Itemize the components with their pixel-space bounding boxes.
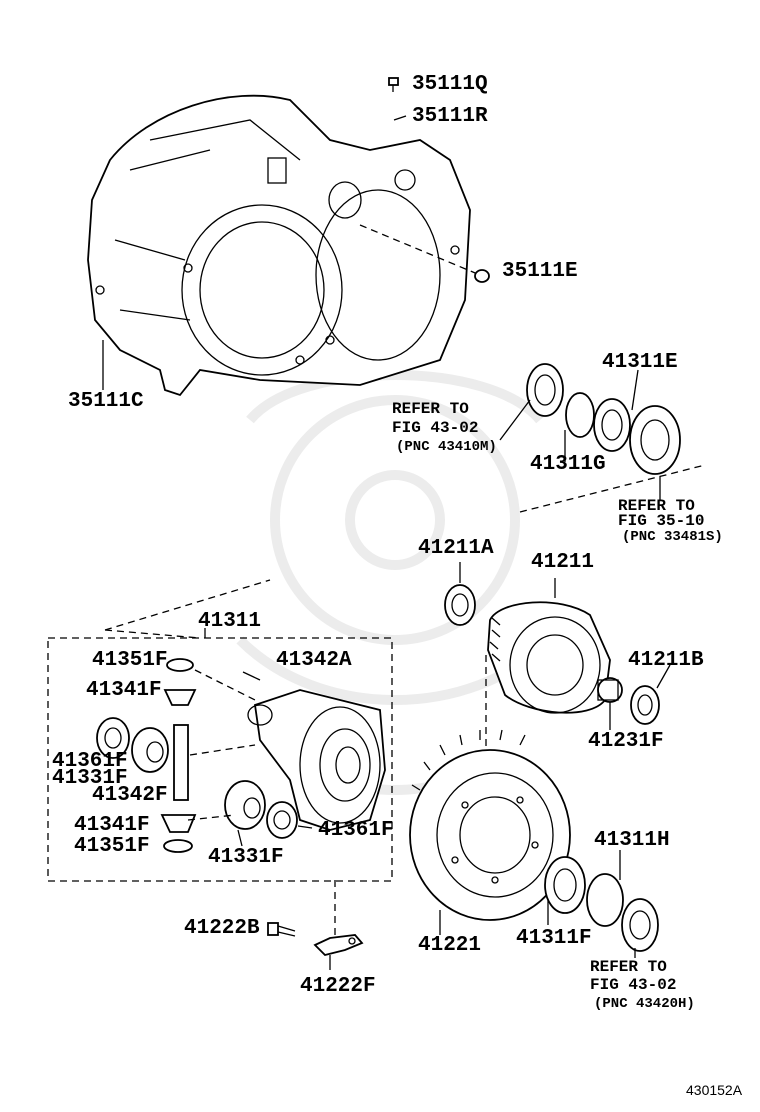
- label-41211[interactable]: 41211: [531, 551, 595, 574]
- label-41341F-bottom[interactable]: 41341F: [74, 814, 150, 837]
- gear-41331F-left-icon: [131, 727, 169, 773]
- label-41331F-left[interactable]: 41331F: [52, 767, 128, 790]
- washer-41351F-bottom-icon: [163, 839, 193, 853]
- label-41311[interactable]: 41311: [198, 610, 262, 633]
- gear-41341F-top-icon: [163, 689, 197, 706]
- washer-41361F-right-icon: [266, 801, 298, 839]
- reference-3-line2: FIG 43-02: [590, 976, 677, 994]
- differential-case: [247, 689, 386, 831]
- pin-35111R-icon: [393, 115, 407, 121]
- label-41351F-top[interactable]: 41351F: [92, 649, 168, 672]
- reference-2-line3: (PNC 33481S): [622, 529, 723, 545]
- label-41311H[interactable]: 41311H: [594, 829, 670, 852]
- washer-41361F-left-icon: [96, 717, 130, 759]
- label-41311E[interactable]: 41311E: [602, 351, 678, 374]
- bolt-35111Q-icon: [388, 77, 399, 92]
- differential-group-box: [47, 637, 393, 882]
- label-35111E[interactable]: 35111E: [502, 260, 578, 283]
- label-41341F-top[interactable]: 41341F: [86, 679, 162, 702]
- label-41342A[interactable]: 41342A: [276, 649, 352, 672]
- plug-35111E-icon: [474, 269, 490, 283]
- bolt-41222B-icon: [267, 922, 296, 937]
- label-41222F[interactable]: 41222F: [300, 975, 376, 998]
- label-41231F[interactable]: 41231F: [588, 730, 664, 753]
- bearing-41211A-icon: [444, 584, 476, 626]
- bearing-group-bottom: [544, 856, 659, 952]
- label-41361F-right[interactable]: 41361F: [318, 819, 394, 842]
- reference-1-line2: FIG 43-02: [392, 419, 479, 437]
- label-35111Q[interactable]: 35111Q: [412, 73, 488, 96]
- label-41351F-bottom[interactable]: 41351F: [74, 835, 150, 858]
- label-41211B[interactable]: 41211B: [628, 649, 704, 672]
- lock-plate-41222F-icon: [313, 934, 364, 956]
- reference-1-line1: REFER TO: [392, 400, 469, 418]
- reference-2-line1: REFER TO: [618, 497, 695, 515]
- reference-3-line1: REFER TO: [590, 958, 667, 976]
- label-41311G[interactable]: 41311G: [530, 453, 606, 476]
- transmission-case: [87, 94, 471, 397]
- reference-2-line2: FIG 35-10: [618, 512, 705, 530]
- label-41361F-left[interactable]: 41361F: [52, 750, 128, 773]
- label-41222B[interactable]: 41222B: [184, 917, 260, 940]
- bearing-41211B-icon: [630, 685, 660, 725]
- label-41311F[interactable]: 41311F: [516, 927, 592, 950]
- reference-1-line3: (PNC 43410M): [396, 439, 497, 455]
- drive-gear-41211: [487, 601, 611, 714]
- label-35111R[interactable]: 35111R: [412, 105, 488, 128]
- label-41331F-bottom[interactable]: 41331F: [208, 846, 284, 869]
- shaft-41342F-icon: [173, 724, 189, 801]
- label-41342F[interactable]: 41342F: [92, 784, 168, 807]
- label-41211A[interactable]: 41211A: [418, 537, 494, 560]
- label-41221[interactable]: 41221: [418, 934, 482, 957]
- washer-41351F-top-icon: [166, 658, 194, 672]
- figure-number: 430152A: [686, 1082, 743, 1098]
- ring-gear-41221: [409, 729, 571, 921]
- label-35111C[interactable]: 35111C: [68, 390, 144, 413]
- bearing-group-top: [526, 363, 681, 475]
- gear-41331F-bottom-icon: [224, 780, 266, 830]
- reference-3-line3: (PNC 43420H): [594, 996, 695, 1012]
- bushing-41231F-icon: [597, 677, 623, 703]
- gear-41341F-bottom-icon: [160, 814, 197, 833]
